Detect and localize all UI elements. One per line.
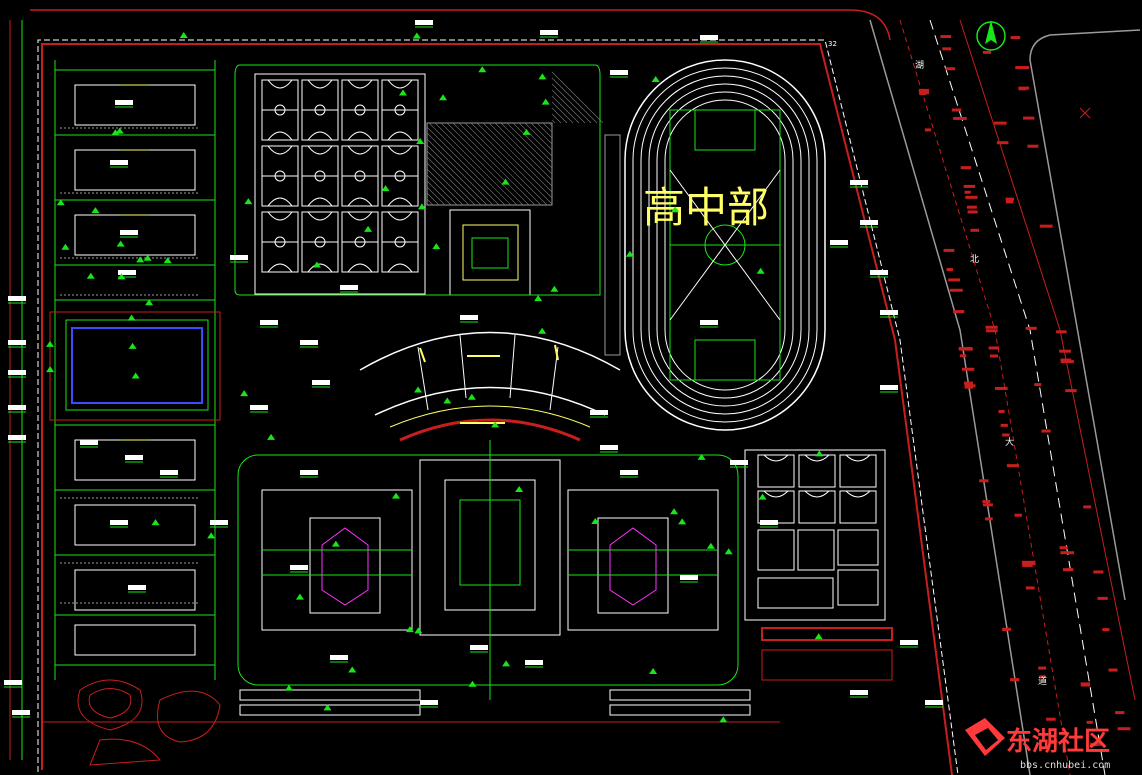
road-label-3: 大: [1005, 436, 1014, 448]
annotation-labels: [4, 20, 943, 718]
teaching-building-east: [567, 489, 719, 631]
road-label-2: 北: [970, 254, 979, 265]
north-arrow-icon: [976, 20, 1006, 51]
corner-tag: 32: [828, 40, 837, 48]
landscape-mounds: [77, 679, 221, 766]
watermark: 东湖社区 bbs.cnhubei.com: [965, 718, 1110, 771]
basketball-courts-top: [254, 73, 426, 295]
road-label-1: 湖: [915, 60, 924, 71]
arc-teaching-building: [359, 331, 621, 442]
campus-section-title: 高中部: [643, 183, 769, 232]
swimming-pool: [49, 311, 221, 421]
road-label-4: 道: [1038, 675, 1047, 687]
central-plaza: [234, 64, 601, 296]
elevation-markers: [46, 32, 824, 723]
watermark-title: 东湖社区: [1006, 726, 1110, 757]
running-track: [604, 59, 826, 431]
road-湖北大道: [869, 19, 1141, 775]
gymnasium-hatched: [426, 71, 604, 206]
teaching-building-west: [261, 489, 413, 631]
east-buildings: [744, 449, 893, 681]
left-dormitory-blocks: [54, 60, 216, 680]
watermark-url: bbs.cnhubei.com: [1020, 760, 1110, 771]
parking-strips: [42, 689, 780, 723]
central-hall: [237, 440, 739, 700]
watermark-logo-icon: [965, 718, 1005, 756]
site-boundary: [9, 9, 959, 775]
